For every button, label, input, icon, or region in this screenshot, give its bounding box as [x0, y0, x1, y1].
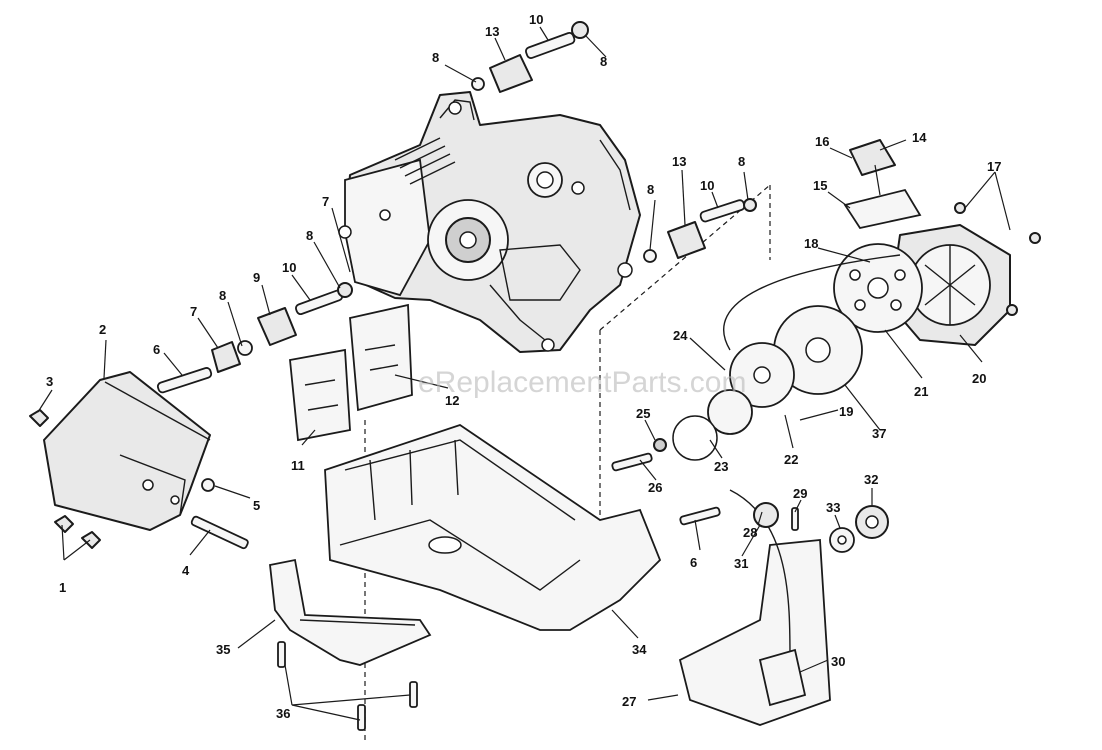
callout-13-right: 13	[672, 154, 686, 169]
fuel-tank-assembly	[678, 489, 889, 726]
callout-21: 21	[914, 384, 928, 399]
chassis-pan	[324, 424, 662, 631]
watermark-text: eReplacementParts.com	[418, 366, 746, 399]
callout-16: 16	[815, 134, 829, 149]
callout-5: 5	[253, 498, 260, 513]
recoil-starter-assembly	[611, 139, 1041, 472]
callout-10-left: 10	[282, 260, 296, 275]
callout-23: 23	[714, 459, 728, 474]
callout-6-right: 6	[690, 555, 697, 570]
callout-labels: 1 2 3 4 5 6 6 7 7 8 8 8 8 8 8 9 10 10 10…	[46, 12, 1001, 721]
callout-20: 20	[972, 371, 986, 386]
callout-12: 12	[445, 393, 459, 408]
callout-29: 29	[793, 486, 807, 501]
callout-14: 14	[912, 130, 927, 145]
callout-2: 2	[99, 322, 106, 337]
callout-8-top-right: 8	[600, 54, 607, 69]
callout-4: 4	[182, 563, 190, 578]
upper-mount-parts	[471, 21, 757, 263]
callout-26: 26	[648, 480, 662, 495]
callout-13-top: 13	[485, 24, 499, 39]
callout-28: 28	[743, 525, 757, 540]
callout-27: 27	[622, 694, 636, 709]
callout-24: 24	[673, 328, 688, 343]
callout-7-upper: 7	[322, 194, 329, 209]
callout-31: 31	[734, 556, 748, 571]
callout-36: 36	[276, 706, 290, 721]
callout-6-left: 6	[153, 342, 160, 357]
callout-33: 33	[826, 500, 840, 515]
callout-11: 11	[291, 458, 305, 473]
callout-8-mid-left: 8	[306, 228, 313, 243]
callout-9: 9	[253, 270, 260, 285]
callout-8-mid-right: 8	[738, 154, 745, 169]
callout-15: 15	[813, 178, 827, 193]
callout-19: 19	[839, 404, 853, 419]
callout-1: 1	[59, 580, 66, 595]
callout-34: 34	[632, 642, 647, 657]
callout-18: 18	[804, 236, 818, 251]
callout-8-mid: 8	[647, 182, 654, 197]
mounting-bracket	[269, 558, 432, 731]
callout-37: 37	[872, 426, 886, 441]
callout-10-top: 10	[529, 12, 543, 27]
callout-10-right: 10	[700, 178, 714, 193]
callout-32: 32	[864, 472, 878, 487]
leader-lines	[37, 26, 1011, 721]
callout-3: 3	[46, 374, 53, 389]
callout-22: 22	[784, 452, 798, 467]
callout-25: 25	[636, 406, 650, 421]
callout-7-lower: 7	[190, 304, 197, 319]
callout-8-top-left: 8	[432, 50, 439, 65]
callout-17: 17	[987, 159, 1001, 174]
left-side-cover	[29, 371, 249, 550]
callout-35: 35	[216, 642, 230, 657]
left-mount-parts	[156, 282, 353, 394]
guide-plates	[289, 303, 413, 442]
assembly-guide-lines	[364, 184, 771, 740]
callout-8-lower-left: 8	[219, 288, 226, 303]
engine-crankcase-assembly	[338, 91, 641, 353]
callout-30: 30	[831, 654, 845, 669]
